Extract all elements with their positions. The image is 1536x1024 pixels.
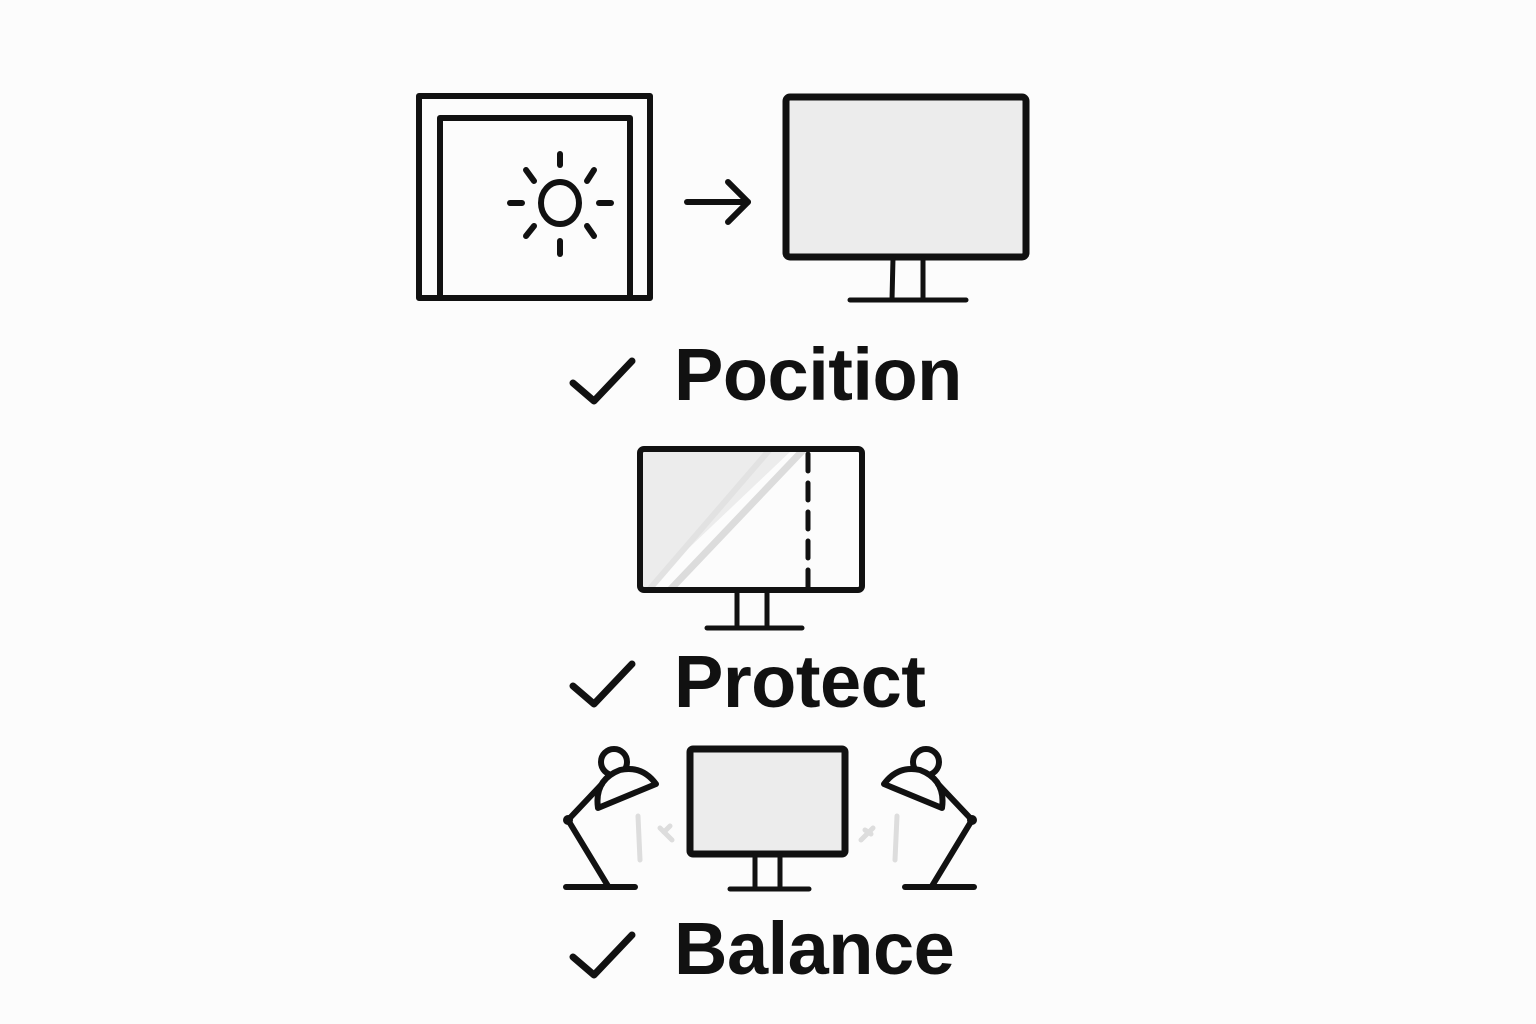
desk-lamp-left-icon bbox=[563, 746, 659, 890]
light-ray-icon bbox=[635, 813, 675, 863]
section-position-label: Pocition bbox=[566, 338, 962, 412]
section-label: Protect bbox=[674, 640, 926, 723]
section-label: Pocition bbox=[674, 333, 962, 416]
monitor-icon bbox=[782, 93, 1030, 303]
window-with-sun-icon bbox=[416, 93, 653, 301]
monitor-with-glare-filter-icon bbox=[637, 446, 865, 631]
position-illustration bbox=[0, 0, 1536, 330]
checkmark-icon bbox=[569, 357, 636, 405]
light-ray-icon bbox=[858, 813, 900, 863]
section-protect-label: Protect bbox=[566, 640, 926, 723]
checkmark-icon bbox=[569, 931, 636, 979]
desk-lamp-right-icon bbox=[881, 746, 977, 890]
arrow-right-icon bbox=[684, 179, 751, 225]
section-balance-label: Balance bbox=[566, 907, 955, 990]
monitor-icon bbox=[686, 745, 849, 892]
checkmark-icon bbox=[569, 660, 636, 708]
section-label: Balance bbox=[674, 907, 955, 990]
balance-illustration bbox=[550, 740, 990, 900]
